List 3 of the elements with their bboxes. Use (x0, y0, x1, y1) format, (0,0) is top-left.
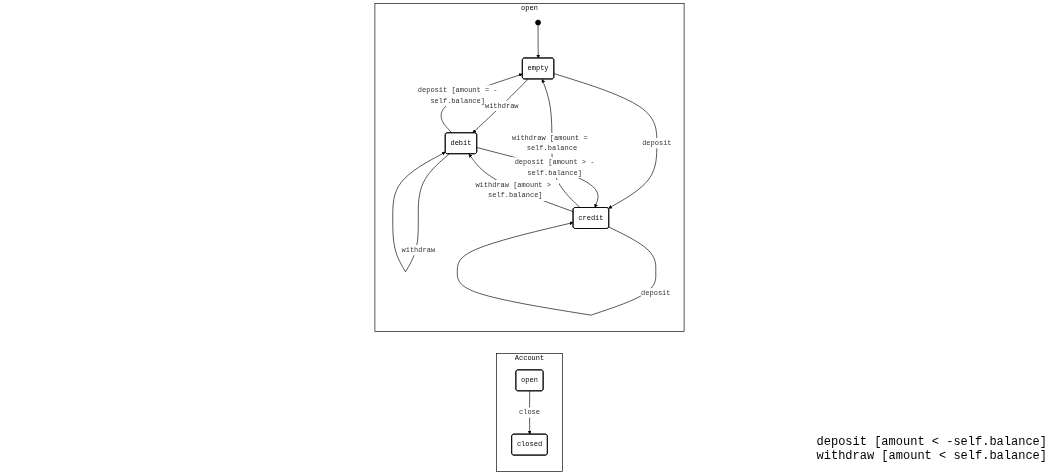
transition-label: withdraw [amount < self.balance] (816, 449, 1047, 463)
node-circle (535, 19, 541, 26)
transition-label: deposit [amount < -self.balance] (816, 435, 1047, 449)
